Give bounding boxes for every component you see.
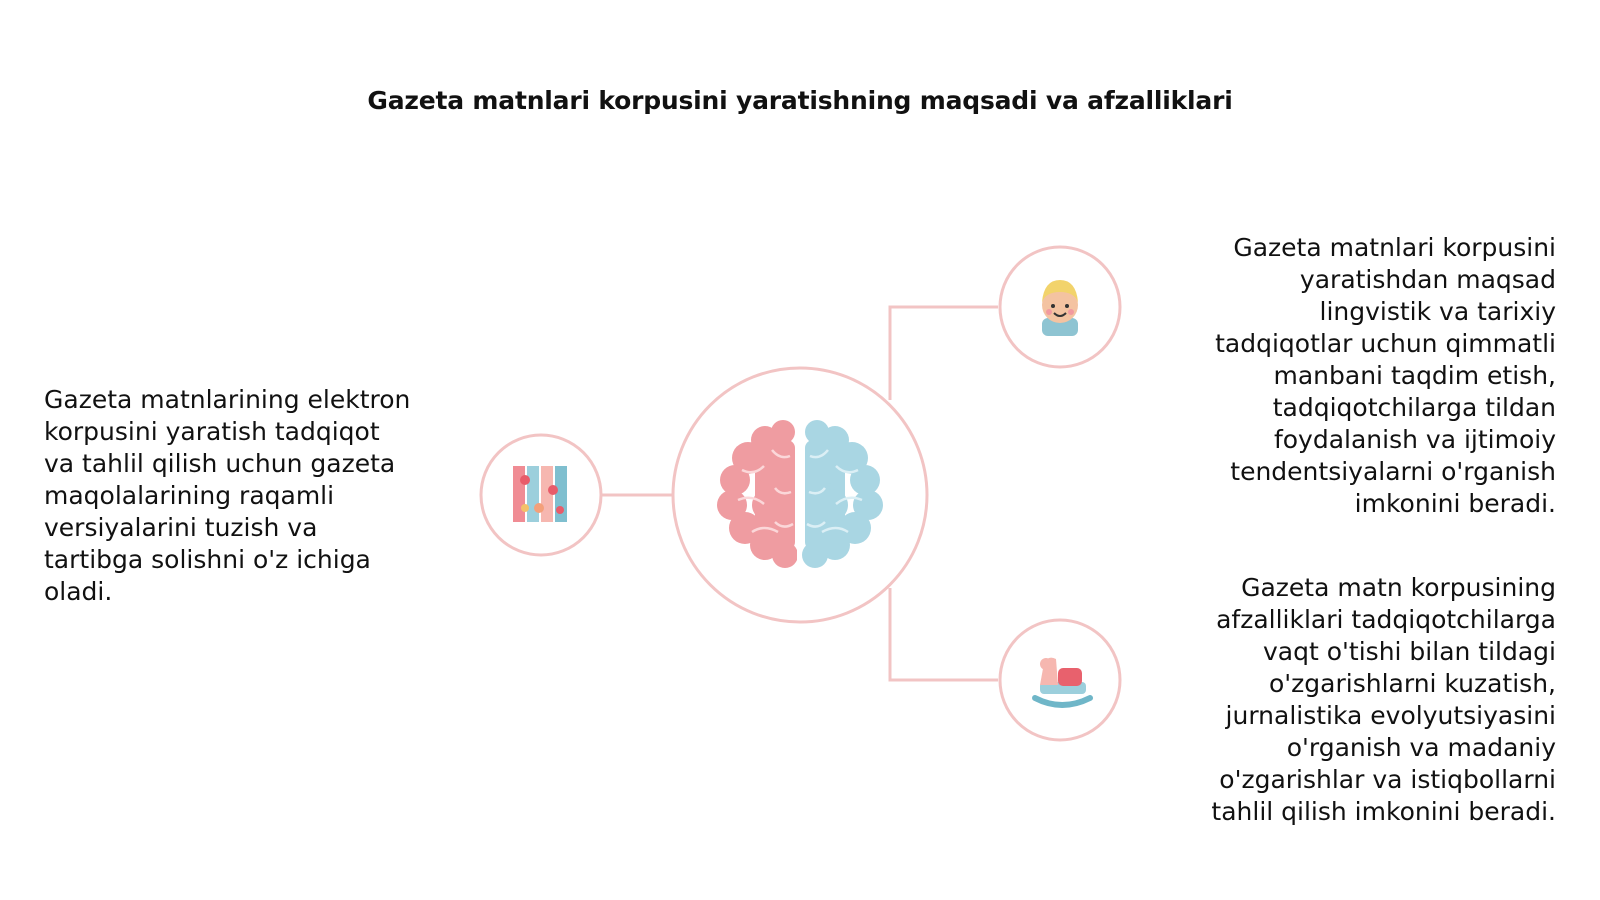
right-bottom-node — [998, 618, 1122, 742]
right-top-node-text: Gazeta matnlari korpusini yaratishdan ma… — [1215, 233, 1556, 518]
rocking-horse-icon — [1032, 657, 1093, 708]
right-top-node — [998, 245, 1122, 369]
connectors — [602, 305, 998, 682]
page-title: Gazeta matnlari korpusini yaratishning m… — [367, 86, 1233, 115]
brain-icon — [717, 420, 883, 570]
connector-right-bottom — [888, 588, 998, 682]
connector-right-top — [888, 305, 998, 400]
center-node — [671, 366, 929, 624]
book-shelf-icon — [513, 466, 567, 522]
right-bottom-node-text: Gazeta matn korpusining afzalliklari tad… — [1211, 573, 1556, 826]
left-node-text: Gazeta matnlarining elektron korpusini y… — [44, 385, 411, 606]
child-face-icon — [1042, 280, 1078, 336]
left-node — [479, 433, 603, 557]
